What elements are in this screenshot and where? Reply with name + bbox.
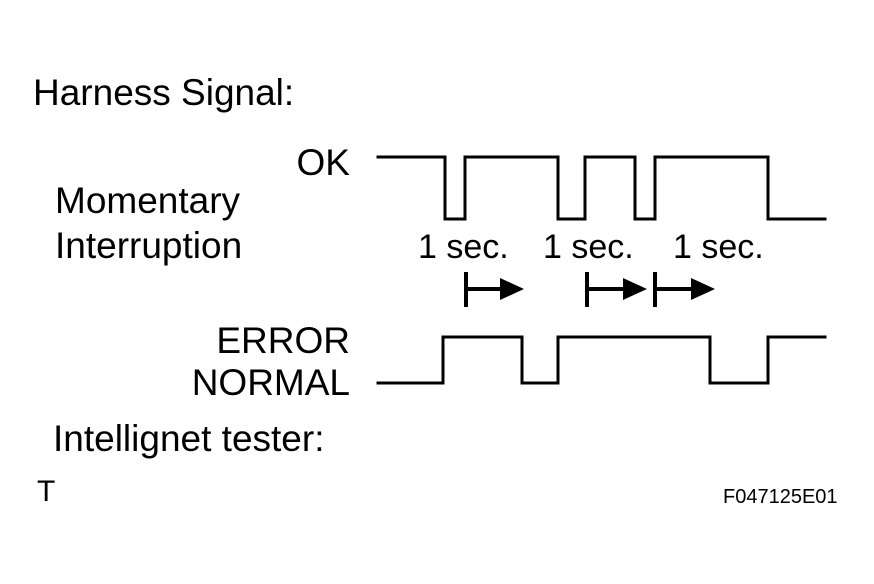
waveform-harness-ok <box>376 155 827 221</box>
waveform-tester-error-normal <box>376 335 827 385</box>
t-label: T <box>37 475 56 508</box>
one-sec-label-1: 1 sec. <box>418 228 509 266</box>
harness-signal-label: Harness Signal: <box>33 72 295 113</box>
interruption-label: Interruption <box>55 225 243 266</box>
one-sec-label-2: 1 sec. <box>543 228 634 266</box>
intelligent-tester-label: Intellignet tester: <box>53 418 325 459</box>
figure-code-label: F047125E01 <box>723 486 838 508</box>
error-level-label: ERROR <box>216 320 350 361</box>
one-sec-label-3: 1 sec. <box>673 228 764 266</box>
interval-arrowhead-3 <box>691 278 715 300</box>
ok-level-label: OK <box>296 142 350 183</box>
momentary-label: Momentary <box>55 180 241 221</box>
interval-arrowhead-2 <box>623 278 647 300</box>
interval-arrowhead-1 <box>500 278 524 300</box>
normal-level-label: NORMAL <box>191 362 350 403</box>
